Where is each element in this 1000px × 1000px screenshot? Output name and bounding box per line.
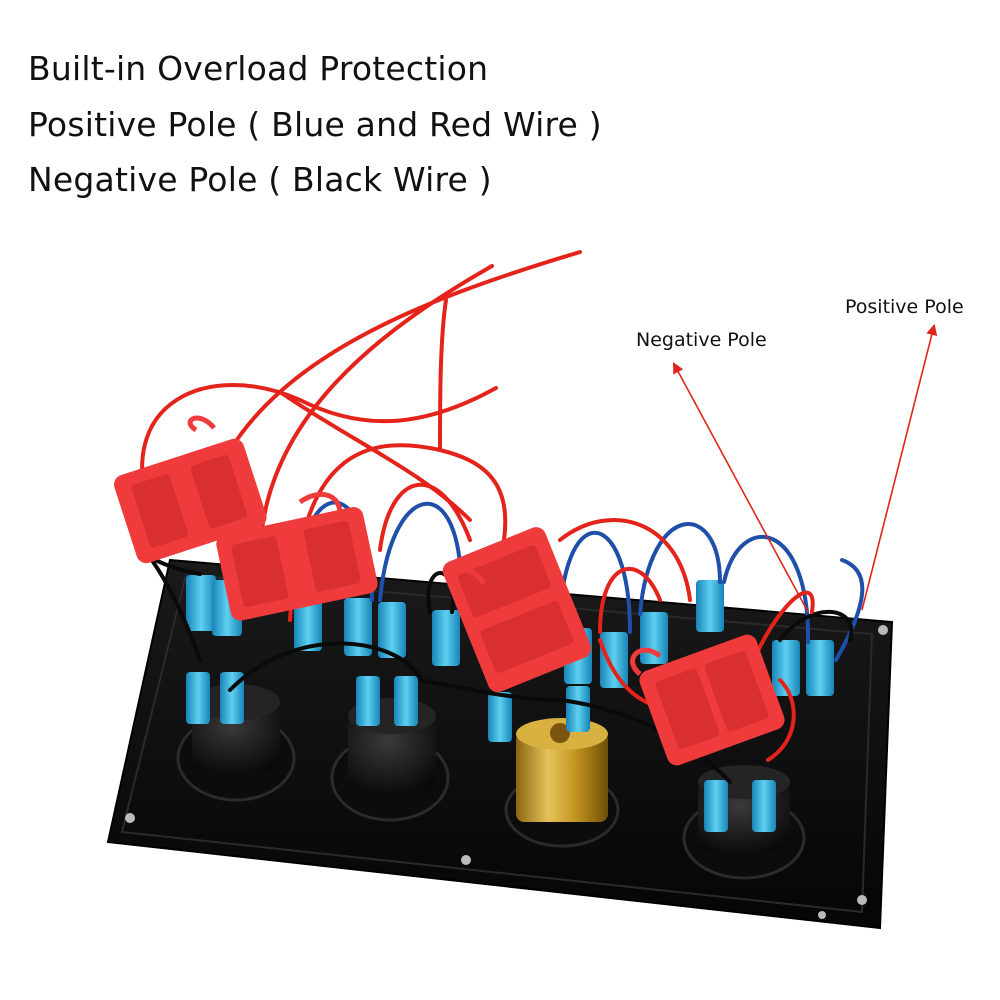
usb-socket-left <box>176 684 296 802</box>
negative-pole-label: Negative Pole <box>636 329 767 351</box>
headline-overload-protection: Built-in Overload Protection <box>28 49 489 88</box>
usb-socket-middle <box>330 698 450 822</box>
fuse-holder-1 <box>114 415 267 564</box>
headline-negative-pole: Negative Pole ( Black Wire ) <box>28 160 492 199</box>
positive-pole-label: Positive Pole <box>845 296 964 318</box>
fuse-holder-2 <box>216 491 378 621</box>
positive-pole-arrow <box>861 323 938 611</box>
fuse-holder-4 <box>630 634 785 766</box>
cigarette-socket <box>504 718 620 848</box>
headline-positive-pole: Positive Pole ( Blue and Red Wire ) <box>28 105 602 144</box>
negative-pole-arrow <box>672 362 809 613</box>
fuse-holder-3 <box>442 527 592 693</box>
voltmeter-socket <box>682 765 806 880</box>
